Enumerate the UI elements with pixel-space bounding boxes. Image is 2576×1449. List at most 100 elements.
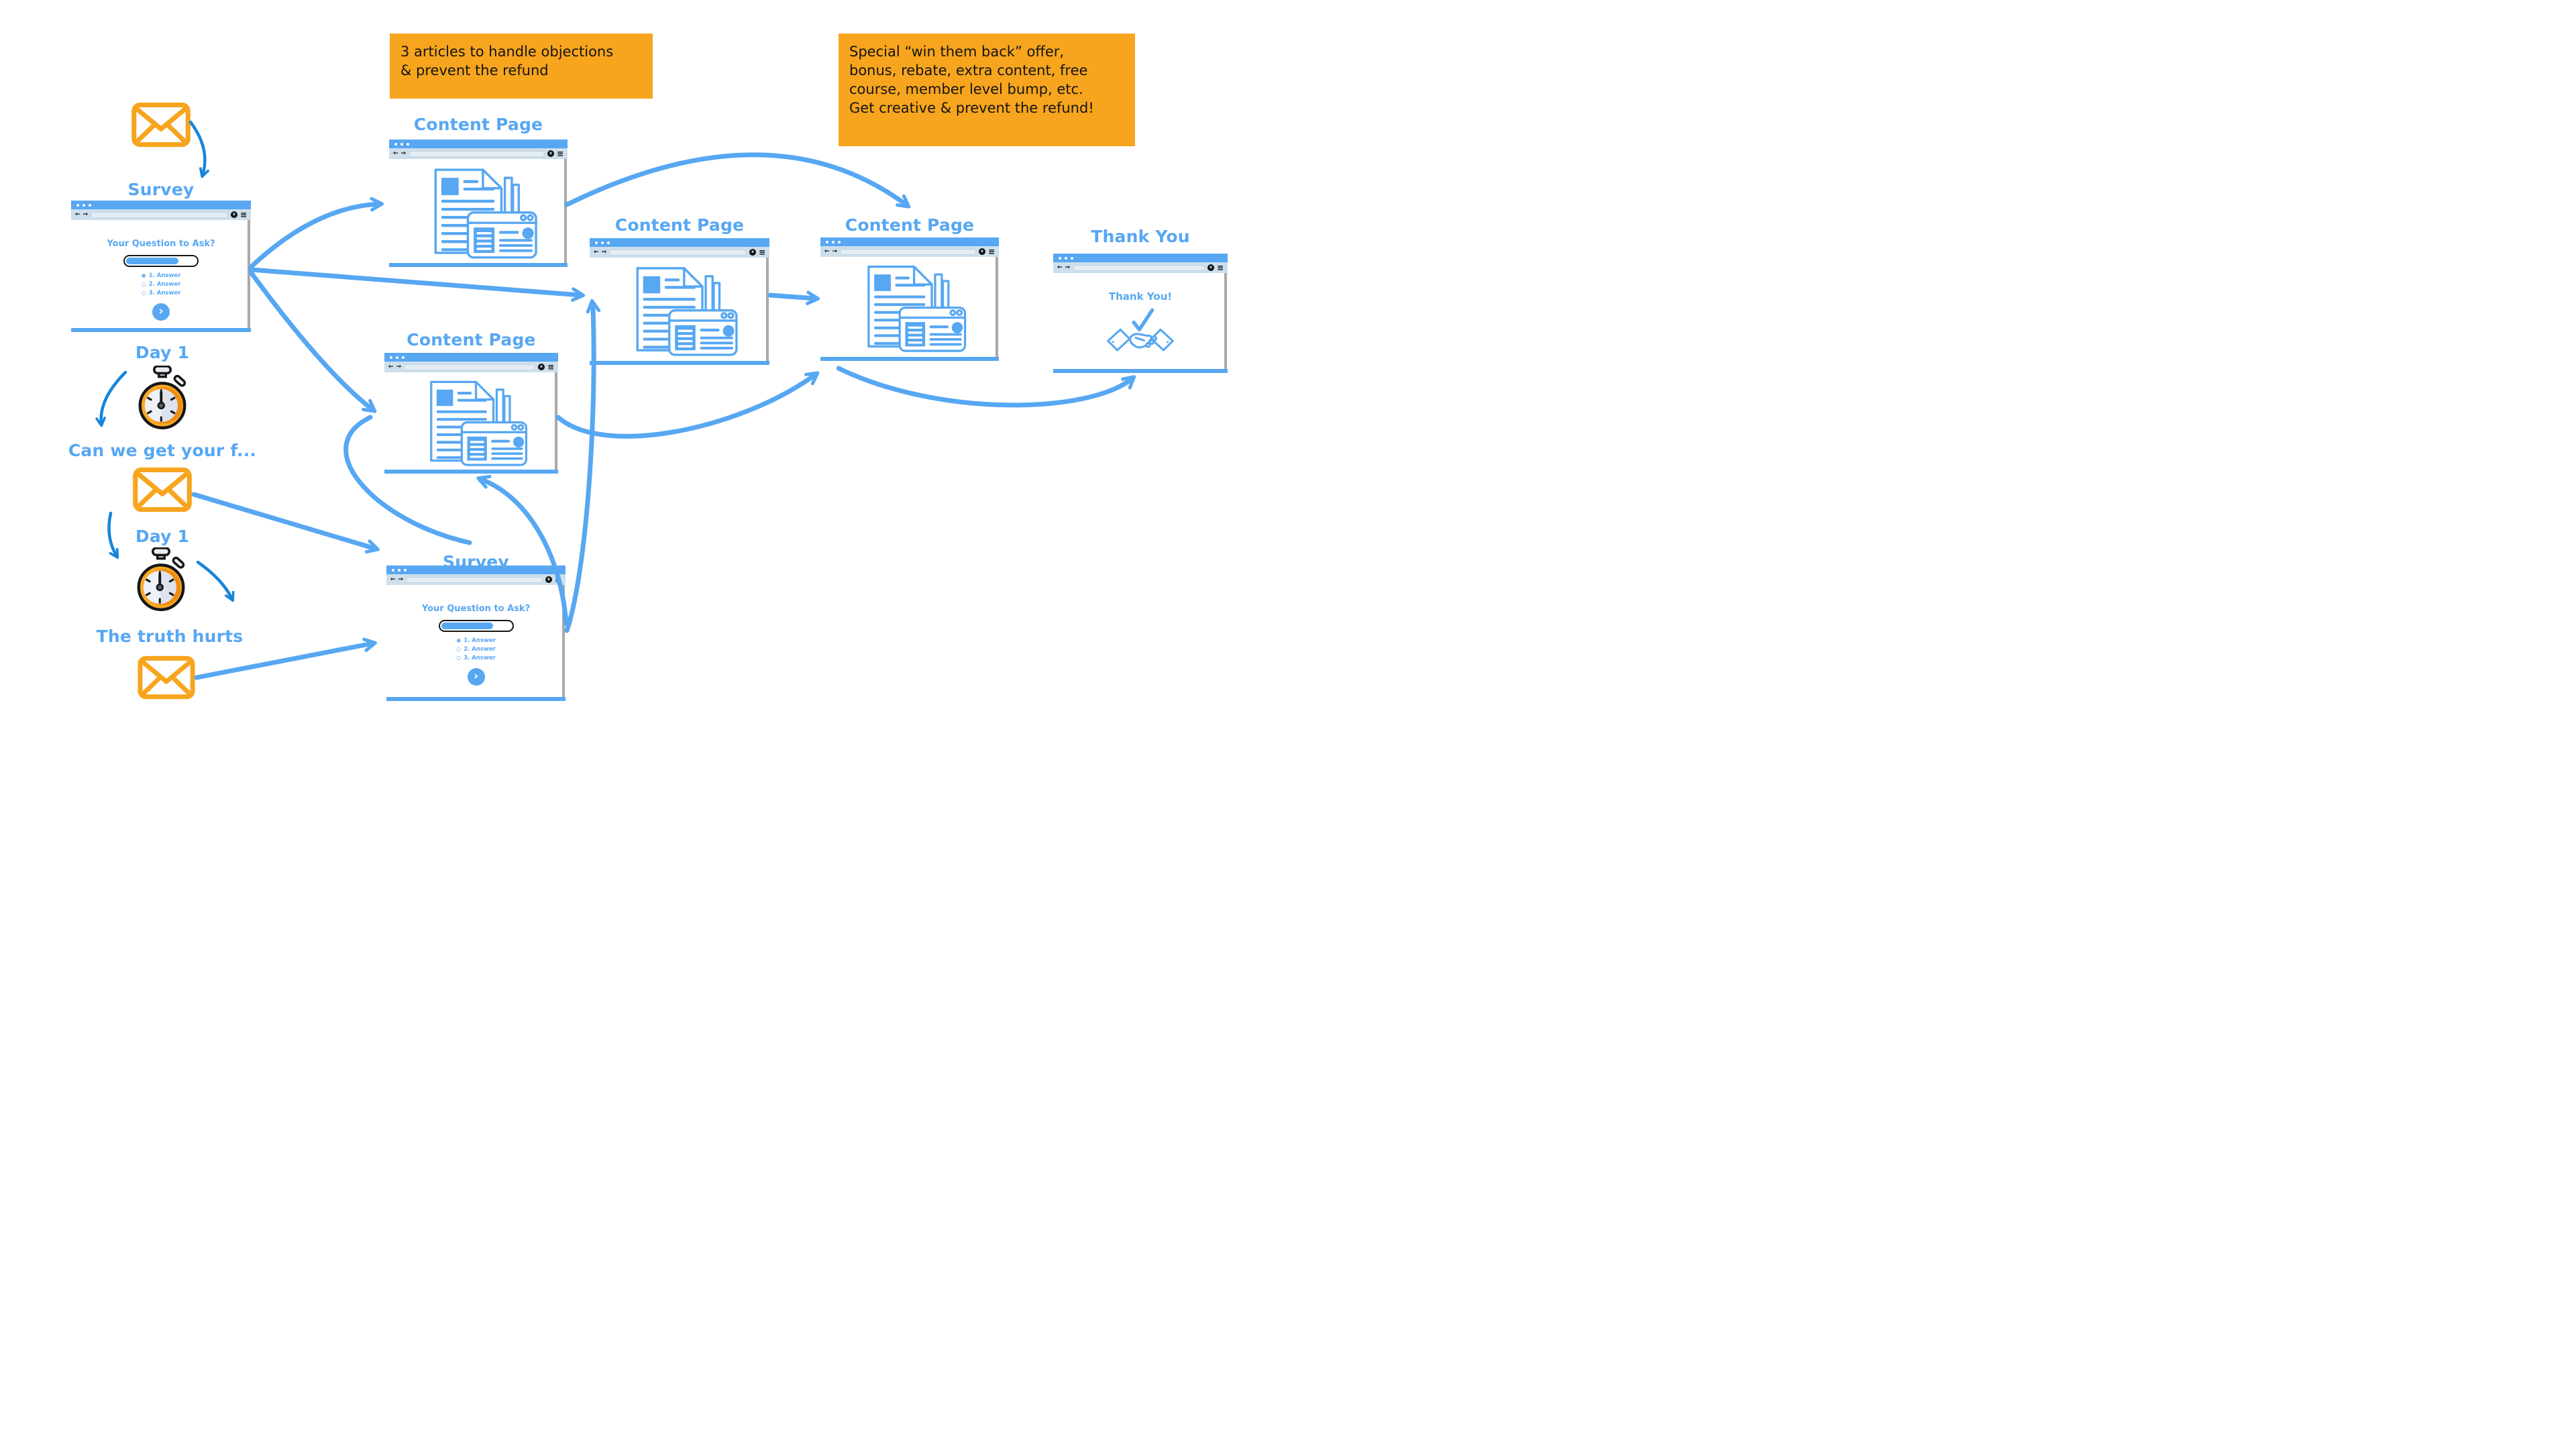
survey-next-button[interactable]: ›: [152, 303, 170, 321]
menu-icon[interactable]: ≡: [1216, 263, 1224, 272]
survey-answer-option[interactable]: ○3. Answer: [456, 655, 496, 662]
radio-selected-icon[interactable]: ◉: [456, 637, 462, 643]
radio-icon[interactable]: ○: [141, 290, 146, 297]
window-bottom-bar: [386, 697, 566, 701]
forward-icon[interactable]: →: [83, 211, 89, 218]
arrow-timer1-to-feedback-label: [95, 370, 127, 427]
forward-icon[interactable]: →: [1065, 264, 1071, 271]
browser-window-content-top: ← → x ≡: [389, 140, 568, 267]
close-icon[interactable]: x: [547, 150, 554, 157]
url-bar[interactable]: [609, 249, 747, 256]
window-dot-icon: [1065, 256, 1067, 260]
forward-icon[interactable]: →: [400, 150, 407, 157]
close-icon[interactable]: x: [1207, 264, 1214, 271]
close-icon[interactable]: x: [537, 364, 545, 370]
radio-icon[interactable]: ○: [456, 655, 462, 661]
window-titlebar: [389, 140, 568, 148]
note-objection-articles: 3 articles to handle objections & preven…: [390, 34, 653, 99]
survey-question: Your Question to Ask?: [107, 239, 215, 249]
note-line: 3 articles to handle objections: [400, 44, 614, 60]
label-feedback-email: Can we get your f...: [68, 441, 257, 460]
radio-icon[interactable]: ○: [456, 646, 462, 653]
radio-icon[interactable]: ○: [141, 281, 146, 288]
email-icon: [133, 467, 192, 513]
back-icon[interactable]: ←: [388, 363, 394, 370]
url-bar[interactable]: [1073, 264, 1205, 271]
menu-icon[interactable]: ≡: [987, 247, 995, 256]
window-titlebar: [820, 237, 999, 246]
menu-icon[interactable]: ≡: [547, 362, 554, 372]
survey-page-body: Your Question to Ask? ◉1. Answer ○2. Ans…: [71, 220, 251, 328]
menu-icon[interactable]: ≡: [554, 575, 561, 584]
window-dot-icon: [398, 568, 400, 572]
window-bottom-bar: [1053, 369, 1228, 373]
survey-answer-option[interactable]: ○3. Answer: [141, 290, 181, 297]
survey-page-body: Your Question to Ask? ◉1. Answer ○2. Ans…: [386, 585, 566, 697]
label-content-top: Content Page: [413, 115, 543, 134]
forward-icon[interactable]: →: [396, 363, 402, 370]
forward-icon[interactable]: →: [601, 248, 607, 256]
window-dot-icon: [407, 142, 409, 146]
close-icon[interactable]: x: [545, 576, 552, 583]
arrow-content-top-to-content-right: [564, 152, 911, 209]
back-icon[interactable]: ←: [393, 150, 398, 157]
browser-window-survey-1: ← → x ≡ Your Question to Ask? ◉1. Answer…: [71, 201, 251, 332]
window-toolbar: ← → x ≡: [386, 574, 566, 585]
thankyou-heading: Thank You!: [1108, 290, 1173, 303]
content-page-body: [820, 257, 999, 357]
articles-illustration: [429, 380, 527, 466]
browser-window-content-left: ← → x ≡: [384, 353, 558, 474]
window-toolbar: ← → x ≡: [1053, 262, 1228, 273]
back-icon[interactable]: ←: [1057, 264, 1063, 271]
url-bar[interactable]: [409, 150, 545, 157]
close-icon[interactable]: x: [230, 211, 237, 218]
window-dot-icon: [390, 356, 392, 359]
menu-icon[interactable]: ≡: [556, 149, 564, 158]
window-dot-icon: [400, 142, 403, 146]
menu-icon[interactable]: ≡: [758, 248, 765, 257]
window-bottom-bar: [389, 263, 568, 267]
scrollbar[interactable]: [564, 159, 567, 263]
articles-illustration: [636, 267, 738, 356]
arrow-email3-to-survey2: [194, 637, 378, 680]
back-icon[interactable]: ←: [824, 248, 830, 255]
window-toolbar: ← → x ≡: [820, 246, 999, 257]
label-day1-first: Day 1: [135, 343, 190, 362]
window-dot-icon: [595, 241, 598, 244]
url-bar[interactable]: [91, 211, 228, 218]
survey-answer-option[interactable]: ◉1. Answer: [141, 272, 181, 279]
menu-icon[interactable]: ≡: [239, 210, 247, 219]
radio-selected-icon[interactable]: ◉: [141, 272, 146, 278]
scrollbar[interactable]: [1224, 273, 1227, 369]
scrollbar[interactable]: [766, 258, 769, 361]
forward-icon[interactable]: →: [398, 576, 404, 583]
url-bar[interactable]: [406, 576, 543, 583]
back-icon[interactable]: ←: [390, 576, 396, 583]
timer-icon: [137, 547, 185, 611]
back-icon[interactable]: ←: [75, 211, 80, 218]
window-bottom-bar: [590, 361, 769, 365]
email-icon: [131, 102, 191, 148]
window-bottom-bar: [820, 357, 999, 361]
label-truth-email: The truth hurts: [96, 627, 244, 646]
scrollbar[interactable]: [996, 257, 998, 357]
close-icon[interactable]: x: [978, 248, 985, 255]
scrollbar[interactable]: [555, 372, 557, 470]
survey-next-button[interactable]: ›: [467, 667, 485, 686]
note-line: bonus, rebate, extra content, free: [849, 62, 1088, 78]
window-dot-icon: [89, 203, 91, 207]
url-bar[interactable]: [840, 248, 976, 255]
arrow-timer2-to-truth-label: [196, 560, 235, 602]
url-bar[interactable]: [404, 364, 535, 370]
scrollbar[interactable]: [248, 220, 250, 328]
back-icon[interactable]: ←: [594, 248, 599, 256]
survey-progress-fill: [126, 258, 178, 264]
forward-icon[interactable]: →: [832, 248, 838, 255]
survey-answer-option[interactable]: ○2. Answer: [456, 646, 496, 653]
survey-progress-fill: [441, 623, 494, 629]
window-dot-icon: [601, 241, 604, 244]
survey-answer-option[interactable]: ◉1. Answer: [456, 637, 496, 644]
scrollbar[interactable]: [562, 585, 565, 697]
survey-answer-option[interactable]: ○2. Answer: [141, 281, 181, 288]
close-icon[interactable]: x: [749, 249, 756, 256]
